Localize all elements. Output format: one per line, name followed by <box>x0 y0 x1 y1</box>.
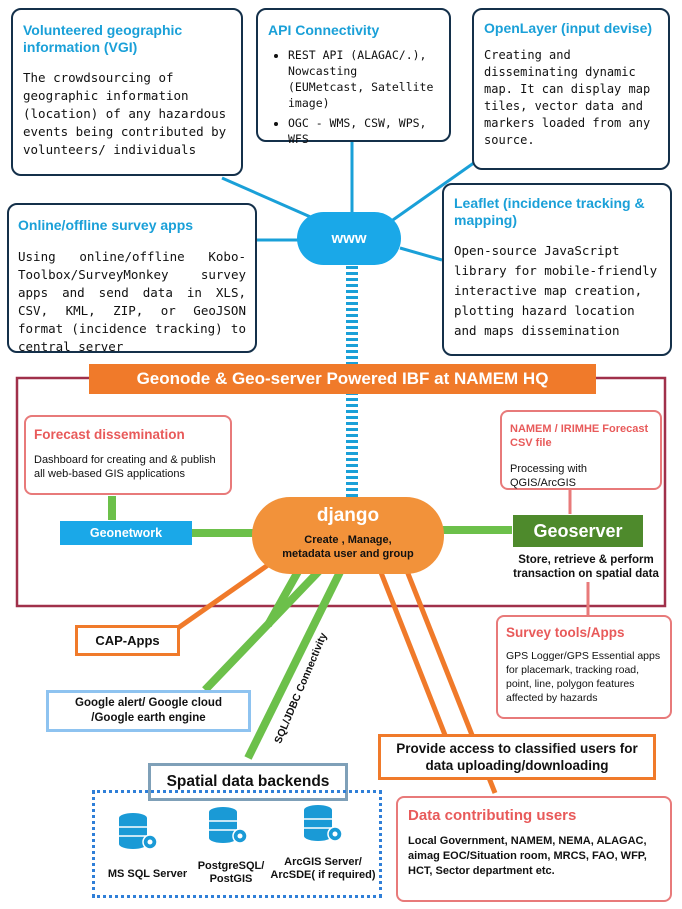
database-icon <box>209 807 248 844</box>
survey-tools-box: Survey tools/Apps GPS Logger/GPS Essenti… <box>496 615 672 719</box>
api-title: API Connectivity <box>268 22 380 38</box>
hq-banner-text: Geonode & Geo-server Powered IBF at NAME… <box>136 369 549 388</box>
contributors-body: Local Government, NAMEM, NEMA, ALAGAC, a… <box>408 835 647 877</box>
leaflet-title: Leaflet (incidence tracking & mapping) <box>454 195 645 228</box>
openlayer-box: OpenLayer (input devise) Creating and di… <box>472 8 670 170</box>
api-item-rest: REST API (ALAGAC/.), Nowcasting (EUMetca… <box>288 47 439 111</box>
vgi-body: The crowdsourcing of geographic informat… <box>23 70 227 157</box>
namem-csv-body: Processing with QGIS/ArcGIS <box>510 463 588 489</box>
forecast-body: Dashboard for creating and & publish all… <box>34 454 216 480</box>
contributors-title: Data contributing users <box>408 807 577 824</box>
openlayer-body: Creating and disseminating dynamic map. … <box>484 48 651 147</box>
www-label: www <box>331 230 367 247</box>
hq-banner: Geonode & Geo-server Powered IBF at NAME… <box>89 364 596 394</box>
geonetwork-label: Geonetwork <box>89 526 163 540</box>
namem-csv-title: NAMEM / IRIMHE Forecast CSV file <box>510 423 649 449</box>
google-label: Google alert/ Google cloud /Google earth… <box>75 697 222 724</box>
survey-tools-title: Survey tools/Apps <box>506 625 625 640</box>
django-title: django <box>316 505 380 526</box>
cap-apps-box: CAP-Apps <box>75 625 180 656</box>
geoserver-label: Geoserver <box>533 520 623 541</box>
classified-label: Provide access to classified users for d… <box>396 741 638 773</box>
google-box: Google alert/ Google cloud /Google earth… <box>46 690 251 732</box>
database-icon <box>119 813 158 850</box>
backend-postgres-label: PostgreSQL/ PostGIS <box>197 860 265 885</box>
vgi-title: Volunteered geographic information (VGI) <box>23 22 183 55</box>
survey-apps-box: Online/offline survey apps Using online/… <box>7 203 257 354</box>
backends-title-box: Spatial data backends <box>148 763 348 801</box>
vgi-box: Volunteered geographic information (VGI)… <box>11 8 243 176</box>
backend-mssql-label: MS SQL Server <box>107 868 188 880</box>
django-subtitle: Create , Manage, metadata user and group <box>282 534 414 560</box>
openlayer-title: OpenLayer (input devise) <box>484 20 653 36</box>
api-box: API Connectivity REST API (ALAGAC/.), No… <box>256 8 451 146</box>
api-list: REST API (ALAGAC/.), Nowcasting (EUMetca… <box>268 47 439 147</box>
leaflet-body: Open-source JavaScript library for mobil… <box>454 243 658 338</box>
survey-apps-body: Using online/offline Kobo-Toolbox/Survey… <box>18 249 246 354</box>
survey-apps-title: Online/offline survey apps <box>18 217 194 233</box>
classified-box: Provide access to classified users for d… <box>378 734 656 780</box>
geoserver-box: Geoserver <box>513 515 643 547</box>
survey-tools-body: GPS Logger/GPS Essential apps for placem… <box>506 650 661 704</box>
geonetwork-box: Geonetwork <box>60 521 192 545</box>
namem-csv-box: NAMEM / IRIMHE Forecast CSV file Process… <box>500 410 662 490</box>
backend-arcgis-label: ArcGIS Server/ ArcSDE( if required) <box>270 856 376 881</box>
forecast-box: Forecast dissemination Dashboard for cre… <box>24 415 232 495</box>
geoserver-caption: Store, retrieve & perform transaction on… <box>513 554 659 580</box>
backends-title: Spatial data backends <box>166 773 330 790</box>
api-item-ogc: OGC - WMS, CSW, WPS, WFS <box>288 115 439 147</box>
backends-container <box>92 790 382 898</box>
leaflet-box: Leaflet (incidence tracking & mapping) O… <box>442 183 672 356</box>
www-bubble: www <box>297 212 401 265</box>
contributors-box: Data contributing users Local Government… <box>396 796 672 902</box>
django-bubble: django Create , Manage, metadata user an… <box>252 497 444 574</box>
forecast-title: Forecast dissemination <box>34 427 185 442</box>
database-icon <box>304 805 343 842</box>
cap-apps-label: CAP-Apps <box>95 633 160 648</box>
